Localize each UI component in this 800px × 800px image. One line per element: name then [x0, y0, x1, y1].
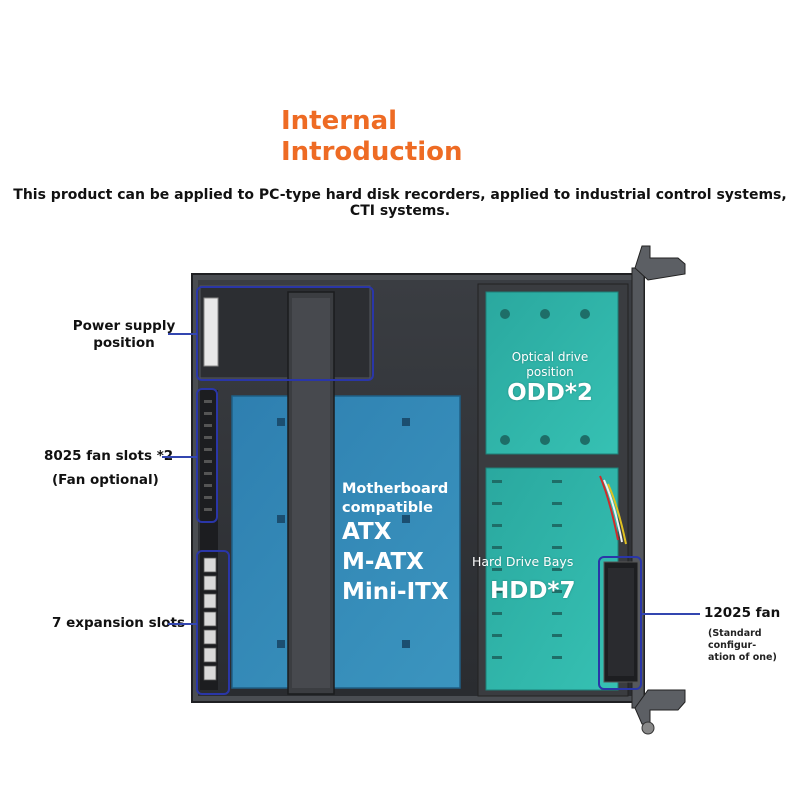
expansion-slot-brackets: [203, 557, 217, 681]
motherboard-standoffs: [277, 418, 410, 648]
fan-12025-note: (Standard configur- ation of one): [708, 628, 800, 664]
optical-drive-count: ODD*2: [507, 380, 593, 406]
fan-slot-vents: [204, 400, 212, 511]
psu-bracket: [203, 297, 219, 367]
psu-callout-line-1: Power supply: [72, 318, 176, 334]
odd-bay: [485, 291, 619, 455]
rack-ear-top: [634, 245, 686, 281]
form-factor-atx: ATX: [342, 519, 392, 545]
hdd-count: HDD*7: [490, 578, 576, 604]
fan-12025-leader-line: [642, 613, 700, 615]
expansion-highlight-box: [196, 550, 230, 695]
chassis-illustration: [191, 245, 686, 735]
expansion-leader-line: [168, 623, 197, 625]
expansion-callout: 7 expansion slots: [52, 615, 186, 631]
form-factor-miniitx: Mini-ITX: [342, 579, 449, 605]
odd-bay-holes: [500, 309, 590, 445]
motherboard-caption-line-2: compatible: [342, 500, 433, 516]
fan-12025-note-line-2: ation of one): [708, 652, 777, 663]
subtitle: This product can be applied to PC-type h…: [13, 187, 787, 219]
psu-leader-line: [168, 333, 197, 335]
optical-drive-caption: Optical drive position: [488, 350, 612, 380]
psu-highlight-box: [196, 286, 374, 381]
motherboard-caption-line-1: Motherboard: [342, 481, 449, 497]
hdd-caption: Hard Drive Bays: [472, 554, 574, 569]
motherboard-caption: Motherboard compatible: [342, 480, 448, 518]
power-cables: [599, 475, 627, 545]
fan-12025-callout: 12025 fan: [704, 605, 781, 621]
optical-caption-line-2: position: [526, 365, 574, 379]
psu-callout: Power supply position: [60, 318, 188, 352]
motherboard-tray: [231, 395, 461, 689]
psu-callout-line-2: position: [93, 335, 155, 351]
optical-caption-line-1: Optical drive: [511, 350, 589, 364]
fan-8025-note: (Fan optional): [52, 472, 159, 488]
motherboard-form-factors: ATX M-ATX Mini-ITX: [342, 517, 449, 607]
fan-8025-leader-line: [162, 456, 197, 458]
title-line-1: Internal: [281, 106, 398, 136]
form-factor-matx: M-ATX: [342, 549, 424, 575]
title-line-2: Introduction: [281, 137, 463, 167]
page-title: Internal Introduction: [281, 106, 463, 168]
fan-12025-highlight-box: [598, 556, 642, 690]
hdd-bay-slots: [492, 480, 562, 659]
fan-8025-callout: 8025 fan slots *2: [44, 448, 174, 464]
fan-slots-highlight-box: [196, 388, 218, 523]
fan-12025-note-line-1: (Standard configur-: [708, 628, 762, 651]
rack-screw-bottom: [641, 721, 655, 735]
